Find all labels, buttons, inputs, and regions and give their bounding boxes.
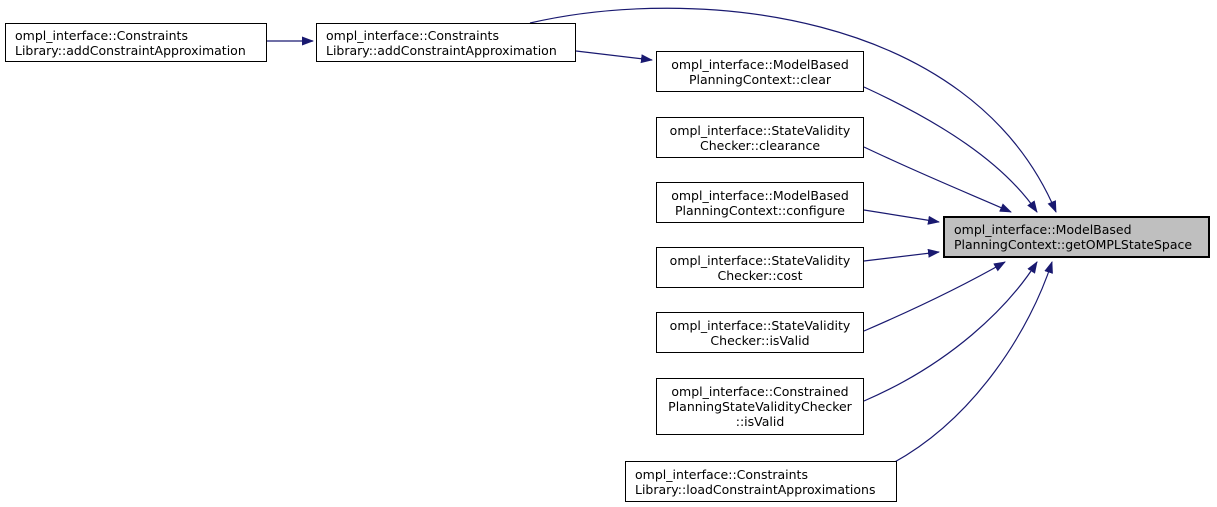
node-label: Checker::cost: [717, 267, 803, 283]
node-constraintslibrary-addconstraintapproximation-1[interactable]: ompl_interface::Constraints Library::add…: [5, 23, 267, 62]
node-modelbasedplanningcontext-getomplstatespace: ompl_interface::ModelBased PlanningConte…: [943, 216, 1210, 258]
node-statevaliditychecker-isvalid[interactable]: ompl_interface::StateValidity Checker::i…: [656, 312, 864, 353]
node-label: ompl_interface::Constraints: [635, 466, 808, 482]
node-label: ompl_interface::StateValidity: [669, 252, 851, 268]
edge-clear-to-getomplstatespace: [863, 86, 1038, 213]
node-label: PlanningContext::clear: [688, 71, 832, 87]
node-statevaliditychecker-cost[interactable]: ompl_interface::StateValidity Checker::c…: [656, 247, 864, 288]
node-modelbasedplanningcontext-clear[interactable]: ompl_interface::ModelBased PlanningConte…: [656, 51, 864, 92]
edge-cost-to-getomplstatespace: [863, 248, 940, 262]
node-statevaliditychecker-clearance[interactable]: ompl_interface::StateValidity Checker::c…: [656, 117, 864, 158]
node-label: PlanningStateValidityChecker: [668, 399, 852, 414]
node-constraintslibrary-loadconstraintapproximations[interactable]: ompl_interface::Constraints Library::loa…: [625, 461, 897, 502]
edge-clearance-to-getomplstatespace: [863, 146, 1012, 213]
node-label: ompl_interface::StateValidity: [669, 122, 851, 138]
node-constraintslibrary-addconstraintapproximation-2[interactable]: ompl_interface::Constraints Library::add…: [316, 23, 576, 62]
node-label: Library::loadConstraintApproximations: [635, 481, 876, 497]
node-modelbasedplanningcontext-configure[interactable]: ompl_interface::ModelBased PlanningConte…: [656, 182, 864, 223]
node-label: ompl_interface::StateValidity: [669, 317, 851, 333]
node-label: Library::addConstraintApproximation: [326, 42, 557, 58]
node-constrainedplanningstatevaliditychecker-isvalid[interactable]: ompl_interface::Constrained PlanningStat…: [656, 378, 864, 435]
edge-addca2-to-clear: [575, 50, 653, 64]
edge-loadca-to-getomplstatespace: [892, 261, 1053, 464]
node-label: ompl_interface::ModelBased: [671, 187, 849, 203]
node-label: ::isValid: [735, 414, 785, 429]
node-label: ompl_interface::ModelBased: [671, 56, 849, 72]
edge-configure-to-getomplstatespace: [863, 209, 940, 225]
node-label: ompl_interface::Constraints: [15, 27, 188, 43]
node-label: ompl_interface::ModelBased: [954, 222, 1132, 237]
node-label: Library::addConstraintApproximation: [15, 42, 246, 58]
node-label: ompl_interface::Constrained: [671, 384, 849, 399]
edge-svcisvalid-to-getomplstatespace: [863, 261, 1006, 332]
node-label: Checker::clearance: [699, 137, 821, 153]
node-label: PlanningContext::getOMPLStateSpace: [954, 237, 1193, 252]
edge-addca2-to-getomplstatespace: [529, 7, 1057, 213]
node-label: Checker::isValid: [710, 332, 810, 348]
edge-cpsvcisvalid-to-getomplstatespace: [863, 261, 1038, 402]
node-label: ompl_interface::Constraints: [326, 27, 499, 43]
node-label: PlanningContext::configure: [675, 202, 845, 218]
